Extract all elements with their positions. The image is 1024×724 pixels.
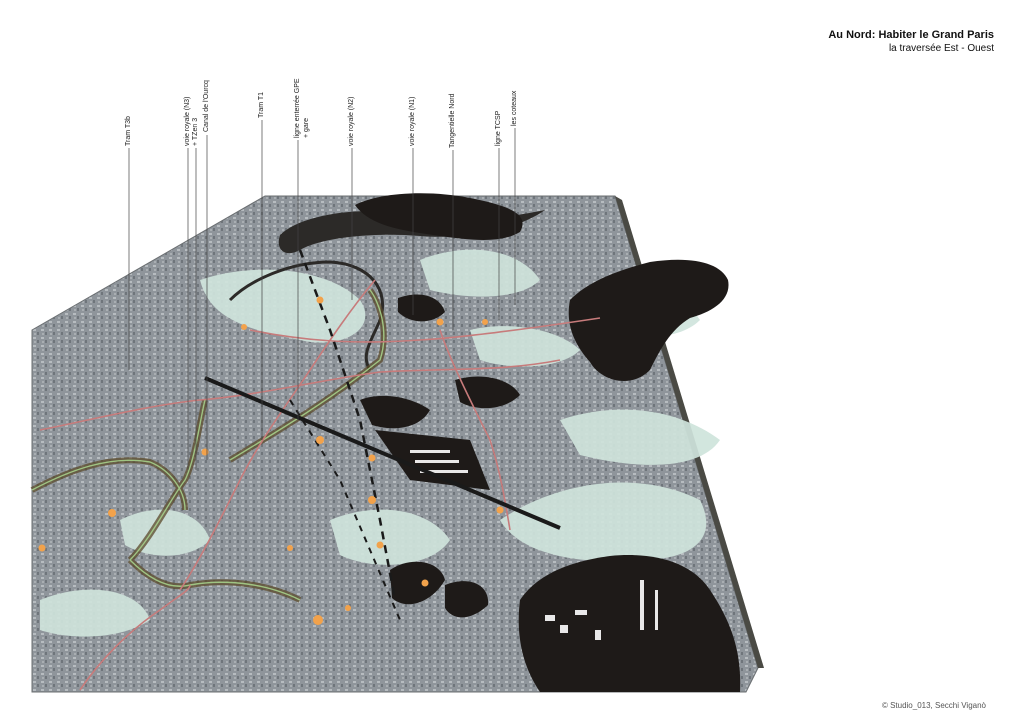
label-tzen-3: + TZen 3 [192, 117, 199, 146]
axis-gpe-line [204, 376, 561, 530]
transport-routes [39, 279, 601, 691]
page-subtitle: la traversée Est - Ouest [888, 43, 994, 54]
station-markers [38, 296, 504, 625]
label-canal-ourcq: Canal de l'Ourcq [203, 80, 210, 132]
label-ligne-tcsp: ligne TCSP [495, 110, 502, 146]
label-les-coteaux: les coteaux [511, 90, 518, 126]
label-ligne-gpe: ligne enterrée GPE [294, 78, 301, 138]
copyright-text: © Studio_013, Secchi Viganò [881, 701, 986, 710]
leader-lines [128, 120, 516, 470]
dashed-line-2 [289, 399, 401, 621]
page-title: Au Nord: Habiter le Grand Paris [828, 29, 994, 41]
title-block: Au Nord: Habiter le Grand Paris la trave… [828, 28, 994, 56]
green-corridors-fine [31, 289, 385, 601]
black-mass-southeast [518, 555, 741, 692]
label-voie-royale-n3: voie royale (N3) [184, 96, 191, 146]
label-gare: + gare [303, 117, 310, 138]
building-footprints [410, 450, 658, 640]
label-tram-t1: Tram T1 [258, 91, 265, 118]
black-mass-east [568, 259, 729, 382]
river-channel [228, 260, 385, 371]
label-voie-royale-n2: voie royale (N2) [348, 96, 355, 146]
label-tram-t3b: Tram T3b [125, 116, 132, 146]
label-voie-royale-n1: voie royale (N1) [409, 96, 416, 146]
black-mass-north [355, 193, 523, 240]
label-tangentielle-nord: Tangentielle Nord [449, 93, 456, 148]
